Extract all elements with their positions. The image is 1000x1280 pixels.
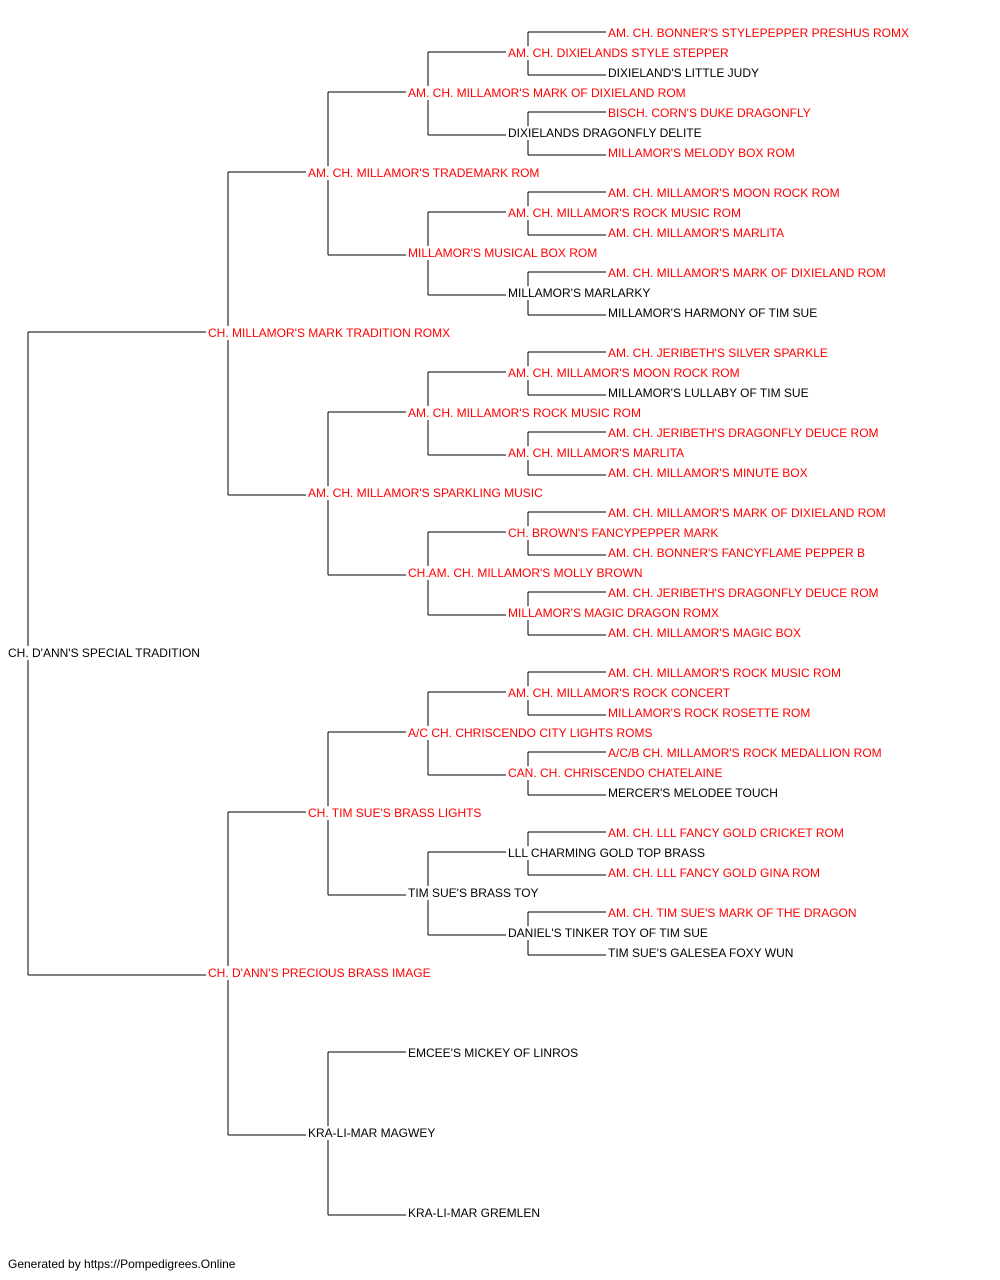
ancestor-name: A/C CH. CHRISCENDO CITY LIGHTS ROMS <box>408 726 655 740</box>
ancestor-name: EMCEE'S MICKEY OF LINROS <box>408 1046 581 1060</box>
ancestor-name: KRA-LI-MAR GREMLEN <box>408 1206 543 1220</box>
ancestor-name: AM. CH. MILLAMOR'S ROCK MUSIC ROM <box>608 666 843 680</box>
ancestor-name: MILLAMOR'S ROCK ROSETTE ROM <box>608 706 813 720</box>
ancestor-name: AM. CH. MILLAMOR'S ROCK MUSIC ROM <box>408 406 643 420</box>
ancestor-name: DIXIELANDS DRAGONFLY DELITE <box>508 126 704 140</box>
ancestor-name: MILLAMOR'S MUSICAL BOX ROM <box>408 246 600 260</box>
ancestor-name: TIM SUE'S GALESEA FOXY WUN <box>608 946 796 960</box>
ancestor-name: CAN. CH. CHRISCENDO CHATELAINE <box>508 766 725 780</box>
ancestor-name: MILLAMOR'S MAGIC DRAGON ROMX <box>508 606 721 620</box>
ancestor-name: AM. CH. MILLAMOR'S MAGIC BOX <box>608 626 803 640</box>
ancestor-name: MILLAMOR'S HARMONY OF TIM SUE <box>608 306 820 320</box>
ancestor-name: AM. CH. TIM SUE'S MARK OF THE DRAGON <box>608 906 859 920</box>
ancestor-name: AM. CH. BONNER'S FANCYFLAME PEPPER B <box>608 546 868 560</box>
ancestor-name: TIM SUE'S BRASS TOY <box>408 886 541 900</box>
ancestor-name: AM. CH. MILLAMOR'S ROCK MUSIC ROM <box>508 206 743 220</box>
ancestor-name: AM. CH. LLL FANCY GOLD GINA ROM <box>608 866 823 880</box>
ancestor-name: AM. CH. DIXIELANDS STYLE STEPPER <box>508 46 731 60</box>
ancestor-name: MILLAMOR'S LULLABY OF TIM SUE <box>608 386 811 400</box>
ancestor-name: BISCH. CORN'S DUKE DRAGONFLY <box>608 106 813 120</box>
ancestor-name: MERCER'S MELODEE TOUCH <box>608 786 780 800</box>
ancestor-name: CH. TIM SUE'S BRASS LIGHTS <box>308 806 484 820</box>
ancestor-name: AM. CH. MILLAMOR'S MARK OF DIXIELAND ROM <box>608 506 888 520</box>
ancestor-name: AM. CH. LLL FANCY GOLD CRICKET ROM <box>608 826 846 840</box>
ancestor-name: AM. CH. MILLAMOR'S MINUTE BOX <box>608 466 810 480</box>
ancestor-name: LLL CHARMING GOLD TOP BRASS <box>508 846 707 860</box>
ancestor-name: DIXIELAND'S LITTLE JUDY <box>608 66 761 80</box>
ancestor-name: AM. CH. MILLAMOR'S TRADEMARK ROM <box>308 166 542 180</box>
subject-name: CH. D'ANN'S SPECIAL TRADITION <box>8 646 202 660</box>
ancestor-name: AM. CH. MILLAMOR'S MOON ROCK ROM <box>508 366 742 380</box>
ancestor-name: CH. BROWN'S FANCYPEPPER MARK <box>508 526 721 540</box>
ancestor-name: AM. CH. JERIBETH'S DRAGONFLY DEUCE ROM <box>608 426 881 440</box>
ancestor-name: MILLAMOR'S MELODY BOX ROM <box>608 146 797 160</box>
ancestor-name: AM. CH. MILLAMOR'S SPARKLING MUSIC <box>308 486 545 500</box>
ancestor-name: AM. CH. MILLAMOR'S MARK OF DIXIELAND ROM <box>408 86 688 100</box>
ancestor-name: AM. CH. MILLAMOR'S MOON ROCK ROM <box>608 186 842 200</box>
ancestor-name: AM. CH. MILLAMOR'S MARLITA <box>608 226 787 240</box>
ancestor-name: A/C/B CH. MILLAMOR'S ROCK MEDALLION ROM <box>608 746 884 760</box>
ancestor-name: CH. D'ANN'S PRECIOUS BRASS IMAGE <box>208 966 433 980</box>
ancestor-name: AM. CH. MILLAMOR'S MARK OF DIXIELAND ROM <box>608 266 888 280</box>
ancestor-name: MILLAMOR'S MARLARKY <box>508 286 653 300</box>
ancestor-name: AM. CH. JERIBETH'S DRAGONFLY DEUCE ROM <box>608 586 881 600</box>
footer-credit: Generated by https://Pompedigrees.Online <box>8 1257 236 1271</box>
ancestor-name: AM. CH. JERIBETH'S SILVER SPARKLE <box>608 346 830 360</box>
ancestor-name: AM. CH. MILLAMOR'S MARLITA <box>508 446 687 460</box>
ancestor-name: AM. CH. BONNER'S STYLEPEPPER PRESHUS ROM… <box>608 26 912 40</box>
ancestor-name: CH. MILLAMOR'S MARK TRADITION ROMX <box>208 326 453 340</box>
ancestor-name: CH.AM. CH. MILLAMOR'S MOLLY BROWN <box>408 566 645 580</box>
ancestor-name: KRA-LI-MAR MAGWEY <box>308 1126 438 1140</box>
ancestor-name: DANIEL'S TINKER TOY OF TIM SUE <box>508 926 710 940</box>
ancestor-name: AM. CH. MILLAMOR'S ROCK CONCERT <box>508 686 733 700</box>
